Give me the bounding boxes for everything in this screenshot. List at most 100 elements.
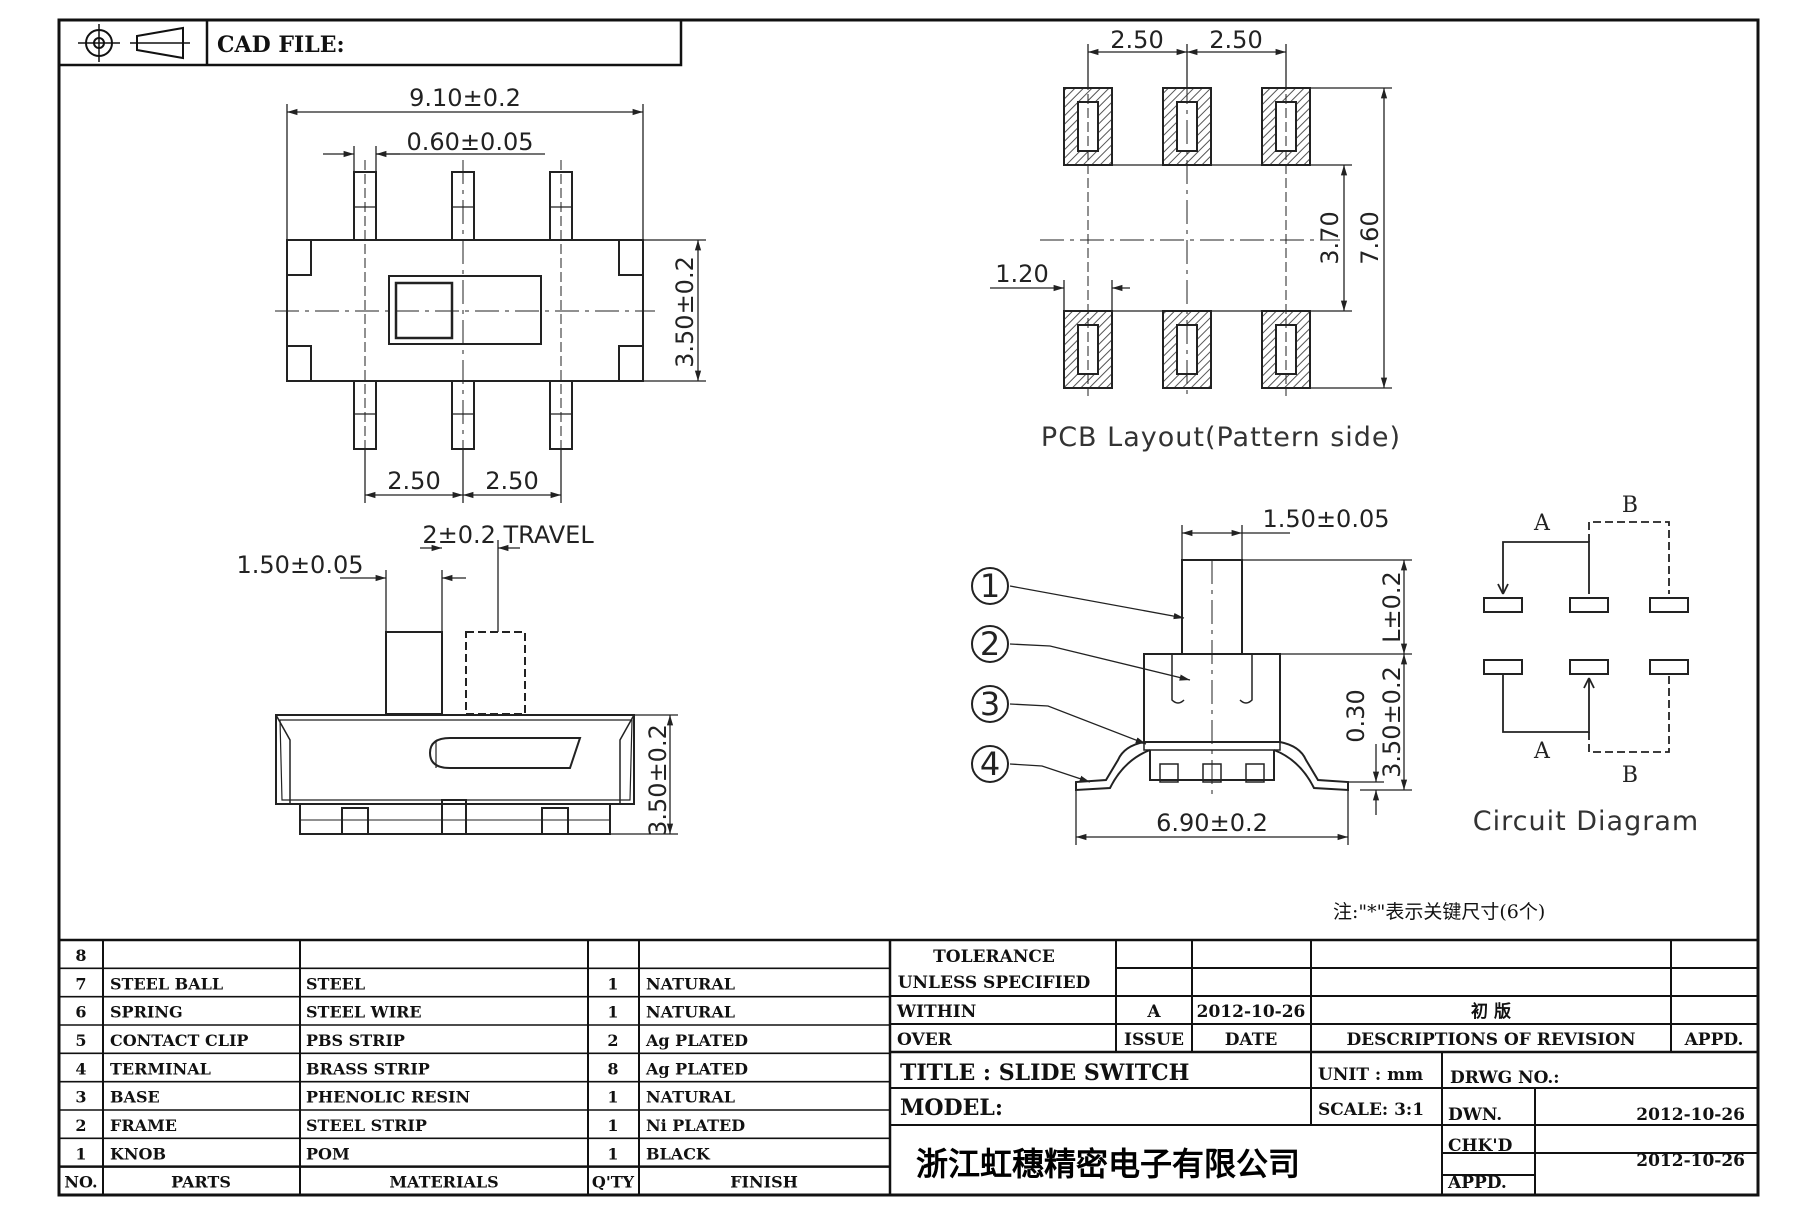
bom-cell-finish: Ag PLATED — [645, 1031, 748, 1050]
dwn-date: 2012-10-26 — [1636, 1105, 1745, 1125]
front-dim-knob-width: 1.50±0.05 — [1263, 505, 1390, 533]
bom-cell-no: 8 — [75, 946, 86, 965]
pcb-dim-pad-width: 1.20 — [995, 260, 1048, 288]
bom-cell-finish: BLACK — [646, 1144, 711, 1163]
bom-cell-part: STEEL BALL — [110, 974, 223, 993]
front-dim-body-height: 3.50±0.2 — [1378, 666, 1406, 778]
pcb-dim-outer: 7.60 — [1356, 211, 1384, 264]
drawing-title: TITLE : SLIDE SWITCH — [900, 1060, 1189, 1086]
bom-cell-qty: 1 — [607, 1144, 618, 1163]
dim-side-height: 3.50±0.2 — [644, 724, 672, 836]
balloon-3: 3 — [980, 685, 1000, 723]
bom-cell-finish: NATURAL — [646, 1003, 735, 1022]
drwg-no-label: DRWG NO.: — [1450, 1068, 1560, 1088]
bom-header-material: MATERIALS — [389, 1173, 498, 1192]
company-name: 浙江虹穗精密电子有限公司 — [916, 1145, 1300, 1183]
dim-overall-width: 9.10±0.2 — [409, 84, 521, 112]
bom-cell-qty: 8 — [607, 1059, 618, 1078]
circuit-label-b-top: B — [1622, 493, 1638, 518]
bom-cell-no: 2 — [75, 1116, 86, 1135]
issue-label: ISSUE — [1124, 1030, 1184, 1050]
note-text: 注:"*"表示关键尺寸(6个) — [1333, 901, 1545, 923]
top-view — [275, 104, 706, 503]
unless-specified-label: UNLESS SPECIFIED — [898, 973, 1091, 993]
bom-cell-material: PHENOLIC RESIN — [306, 1088, 470, 1107]
bom-cell-part: TERMINAL — [110, 1059, 211, 1078]
cad-header: CAD FILE: — [57, 18, 683, 67]
tolerance-label: TOLERANCE — [933, 947, 1055, 967]
scale-label: SCALE: 3:1 — [1318, 1100, 1424, 1120]
bom-cell-finish: Ag PLATED — [645, 1059, 748, 1078]
bom-header-no: NO. — [64, 1173, 97, 1192]
bom-cell-finish: NATURAL — [646, 1088, 735, 1107]
circuit-diagram-title: Circuit Diagram — [1473, 806, 1699, 837]
bom-cell-part: SPRING — [110, 1003, 183, 1022]
bom-cell-material: BRASS STRIP — [306, 1059, 430, 1078]
rev-description: 初 版 — [1471, 1001, 1511, 1022]
balloon-1: 1 — [980, 567, 1000, 605]
bom-cell-part: KNOB — [110, 1144, 166, 1163]
date-label: DATE — [1225, 1030, 1278, 1050]
projection-symbol-icon — [78, 24, 190, 62]
dim-travel: 2±0.2 TRAVEL — [422, 521, 594, 549]
balloon-4: 4 — [980, 745, 1000, 783]
bom-table — [59, 938, 892, 1197]
descriptions-label: DESCRIPTIONS OF REVISION — [1346, 1030, 1635, 1050]
cad-file-label: CAD FILE: — [217, 32, 345, 58]
circuit-label-a-top: A — [1533, 511, 1551, 536]
front-view — [971, 525, 1412, 845]
bom-cell-finish: NATURAL — [646, 974, 735, 993]
chkd-label: CHK'D — [1448, 1136, 1513, 1156]
bom-cell-finish: Ni PLATED — [646, 1116, 745, 1135]
dim-pitch-left: 2.50 — [387, 467, 440, 495]
model-label: MODEL: — [900, 1095, 1003, 1121]
bom-cell-qty: 1 — [607, 1116, 618, 1135]
dim-knob-width-side: 1.50±0.05 — [237, 551, 364, 579]
bom-cell-no: 1 — [75, 1144, 86, 1163]
front-dim-offset: 0.30 — [1342, 689, 1370, 742]
dim-pin-width: 0.60±0.05 — [407, 128, 534, 156]
bom-cell-part: FRAME — [110, 1116, 177, 1135]
bom-cell-qty: 2 — [607, 1031, 618, 1050]
rev-issue: A — [1146, 1002, 1161, 1022]
bom-cell-no: 5 — [75, 1031, 86, 1050]
unit-label: UNIT : mm — [1318, 1065, 1423, 1085]
bom-cell-no: 3 — [75, 1088, 86, 1107]
circuit-label-a-bottom: A — [1533, 739, 1551, 764]
title-block — [890, 938, 1758, 1195]
bom-cell-qty: 1 — [607, 1088, 618, 1107]
pcb-dim-inner: 3.70 — [1316, 211, 1344, 264]
dim-pitch-right: 2.50 — [485, 467, 538, 495]
appd-label: APPD. — [1684, 1030, 1744, 1050]
bom-cell-no: 6 — [75, 1003, 86, 1022]
bom-cell-material: POM — [306, 1144, 350, 1163]
balloon-2: 2 — [980, 625, 1000, 663]
front-dim-base-width: 6.90±0.2 — [1156, 809, 1268, 837]
pcb-layout — [990, 44, 1392, 396]
bom-cell-material: STEEL — [306, 974, 365, 993]
circuit-label-b-bottom: B — [1622, 763, 1638, 788]
bom-header-qty: Q'TY — [592, 1173, 635, 1192]
appd2-label: APPD. — [1447, 1173, 1507, 1193]
bom-cell-qty: 1 — [607, 974, 618, 993]
bom-cell-part: CONTACT CLIP — [110, 1031, 248, 1050]
bom-cell-material: STEEL STRIP — [306, 1116, 427, 1135]
side-view — [275, 540, 678, 835]
bom-cell-no: 4 — [75, 1059, 86, 1078]
bom-cell-qty: 1 — [607, 1003, 618, 1022]
over-label: OVER — [897, 1030, 953, 1050]
bom-cell-material: PBS STRIP — [306, 1031, 405, 1050]
sheet-border — [57, 18, 1760, 1197]
bom-cell-part: BASE — [110, 1088, 160, 1107]
bom-cell-material: STEEL WIRE — [306, 1003, 422, 1022]
rev-date: 2012-10-26 — [1197, 1002, 1306, 1022]
dim-body-height: 3.50±0.2 — [671, 256, 699, 368]
circuit-diagram — [1483, 521, 1689, 753]
within-label: WITHIN — [896, 1002, 976, 1022]
pcb-dim-pitch-left: 2.50 — [1110, 26, 1163, 54]
bom-cell-no: 7 — [75, 974, 86, 993]
dwn-label: DWN. — [1448, 1105, 1502, 1125]
pcb-dim-pitch-right: 2.50 — [1209, 26, 1262, 54]
